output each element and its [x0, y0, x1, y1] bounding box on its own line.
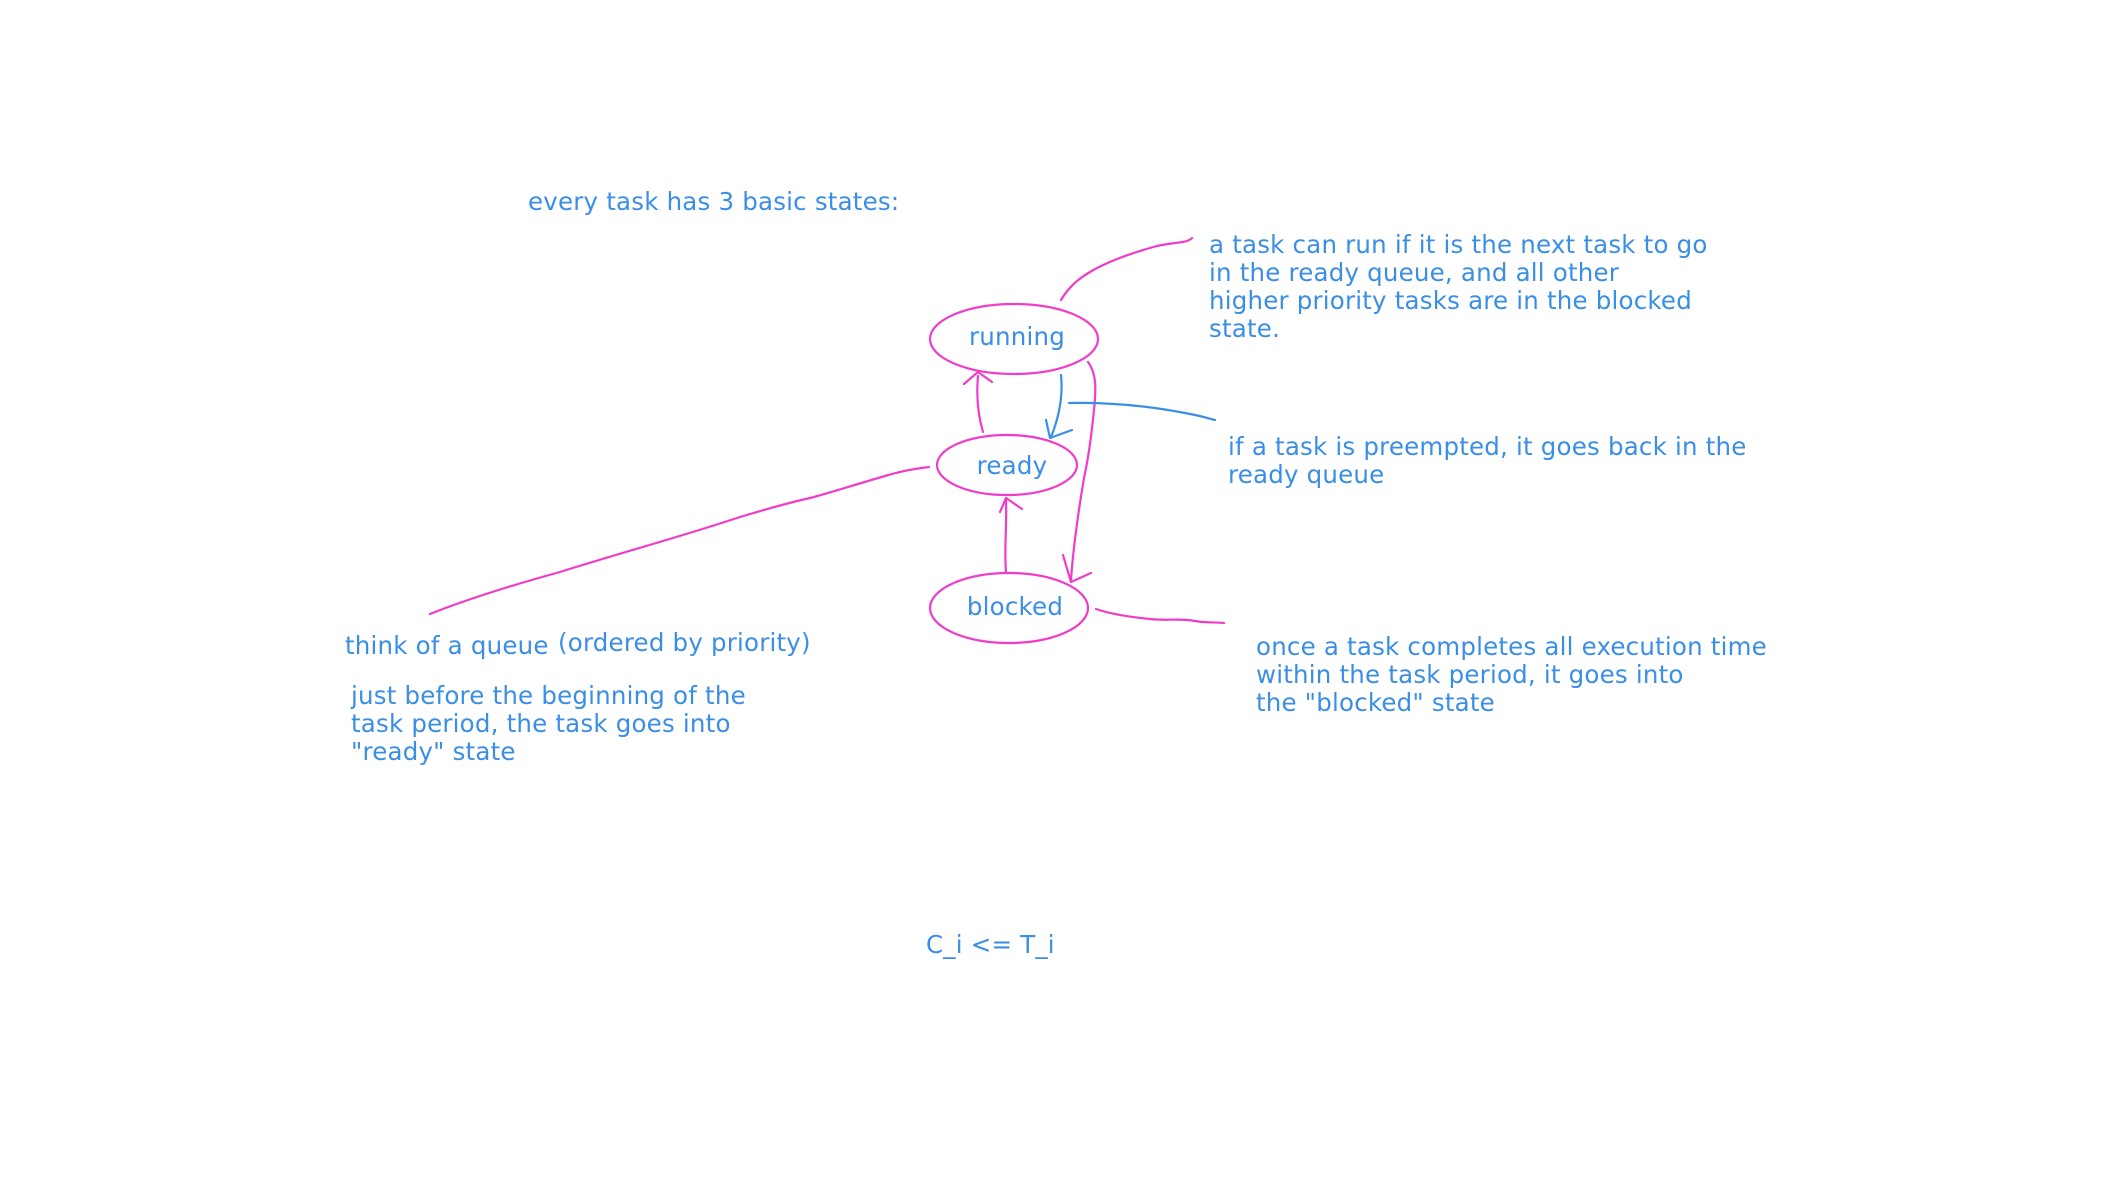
note-completes: once a task completes all execution time…: [1256, 632, 1775, 717]
note-running-rule-line: a task can run if it is the next task to…: [1209, 230, 1708, 259]
note-running-rule-line: higher priority tasks are in the blocked: [1209, 286, 1692, 315]
note-completes-line: the "blocked" state: [1256, 688, 1495, 717]
note-running-rule-line: in the ready queue, and all other: [1209, 258, 1620, 287]
note-completes-line: within the task period, it goes into: [1256, 660, 1684, 689]
connector-blocked-note: [1094, 607, 1226, 625]
note-completes-line: once a task completes all execution time: [1256, 632, 1767, 661]
arrow-running-to-blocked: [1061, 360, 1097, 584]
note-running-rule: a task can run if it is the next task to…: [1209, 230, 1716, 343]
note-period-start-line: "ready" state: [351, 737, 516, 766]
state-blocked-outline: [928, 571, 1090, 645]
note-queue: think of a queue: [345, 631, 549, 660]
connector-running-note: [1059, 236, 1194, 302]
arrow-blocked-to-ready: [998, 496, 1024, 574]
note-preempted-line: ready queue: [1228, 460, 1384, 489]
state-running: running: [928, 302, 1100, 376]
state-blocked: blocked: [928, 571, 1090, 645]
note-preempted-line: if a task is preempted, it goes back in …: [1228, 432, 1747, 461]
note-queue-order: (ordered by priority): [558, 628, 811, 657]
connector-preempted-note: [1067, 401, 1217, 422]
state-ready-outline: [935, 433, 1079, 497]
connector-queue-note: [428, 465, 931, 616]
note-period-start: just before the beginning of the task pe…: [350, 681, 754, 766]
note-running-rule-line: state.: [1209, 314, 1280, 343]
arrow-running-to-ready: [1044, 373, 1074, 440]
state-running-outline: [928, 302, 1100, 376]
note-preempted: if a task is preempted, it goes back in …: [1228, 432, 1755, 489]
arrow-ready-to-running: [962, 370, 994, 434]
state-running-label: running: [969, 322, 1065, 351]
note-period-start-line: just before the beginning of the: [350, 681, 746, 710]
state-blocked-label: blocked: [967, 592, 1063, 621]
state-ready: ready: [935, 433, 1079, 497]
diagram-heading: every task has 3 basic states:: [528, 187, 899, 216]
state-ready-label: ready: [977, 451, 1048, 480]
note-period-start-line: task period, the task goes into: [351, 709, 731, 738]
note-constraint: C_i <= T_i: [926, 930, 1055, 959]
